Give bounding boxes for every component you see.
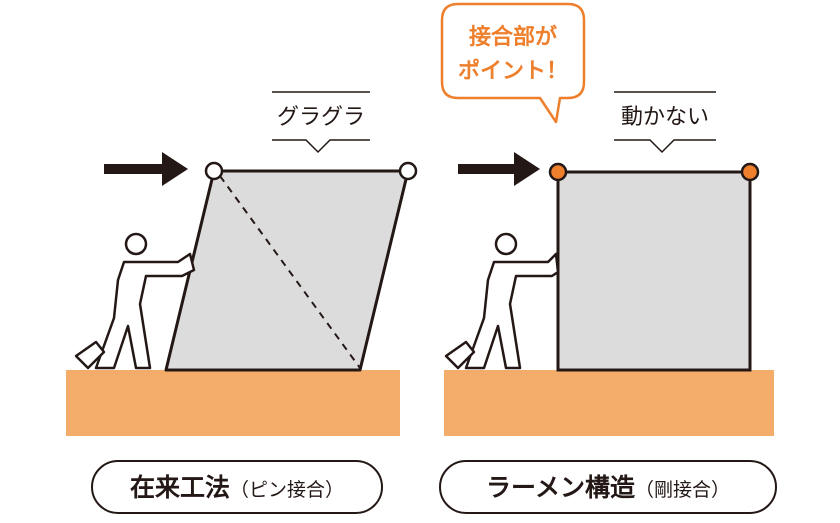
right-pushing-person <box>444 232 560 370</box>
left-caption-sub: （ピン接合） <box>230 479 344 501</box>
callout-line-2: ポイント！ <box>458 58 568 84</box>
left-annotation-text: グラグラ <box>277 105 365 130</box>
callout-line-1: 接合部が <box>469 24 557 50</box>
right-caption-pill <box>439 460 777 514</box>
right-force-arrow <box>458 152 540 186</box>
callout-bubble <box>440 2 586 124</box>
right-annotation-text: 動かない <box>621 105 709 130</box>
left-panel: グラグラ 在来工法（ピン接合） <box>66 91 418 514</box>
left-ground <box>66 370 400 436</box>
left-caption-text: 在来工法（ピン接合） <box>130 473 344 502</box>
left-wall-diagonal <box>219 175 361 369</box>
left-pushing-person <box>74 232 196 370</box>
right-rigid-joint-right <box>740 162 760 182</box>
left-pin-joint-right <box>398 161 418 181</box>
left-annotation-bubble <box>272 91 370 154</box>
right-annotation-bubble <box>614 91 716 154</box>
left-force-arrow <box>104 152 188 186</box>
right-caption-main: ラーメン構造 <box>486 473 635 502</box>
right-caption-text: ラーメン構造（剛接合） <box>486 473 730 502</box>
right-caption-sub: （剛接合） <box>635 479 730 501</box>
right-panel: 動かない 接合部が ポイント！ ラーメン構造（剛接合） <box>439 2 777 514</box>
left-wall-skewed <box>164 169 410 372</box>
left-caption-main: 在来工法 <box>130 473 230 502</box>
right-wall-rigid <box>556 170 752 372</box>
right-rigid-joint-left <box>548 162 568 182</box>
right-ground <box>444 370 774 436</box>
left-caption-pill <box>91 460 383 514</box>
left-pin-joint-left <box>204 161 224 181</box>
